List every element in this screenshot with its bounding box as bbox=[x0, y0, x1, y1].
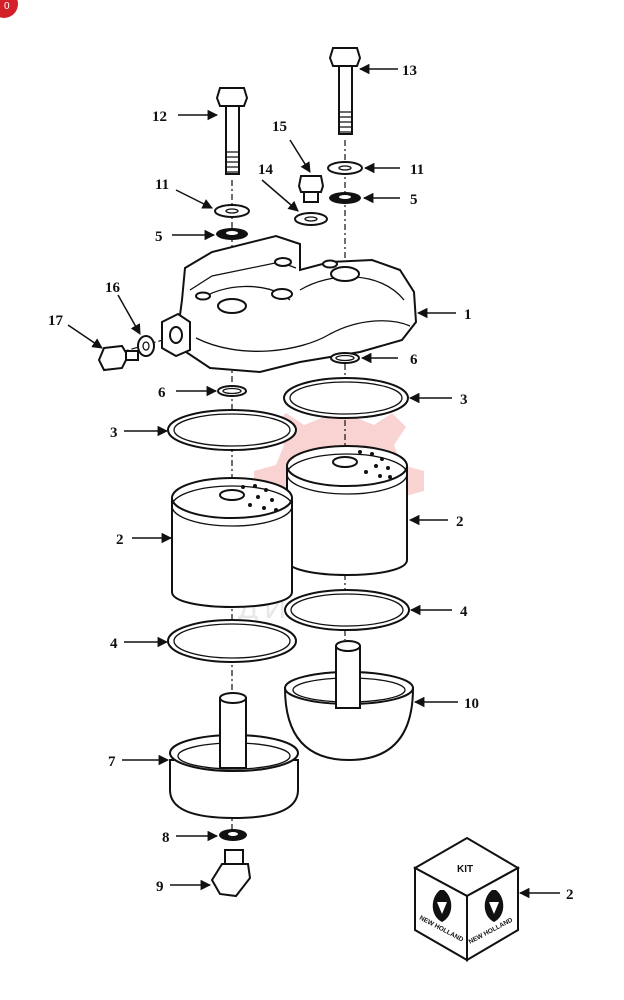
filter-element-2-left bbox=[171, 477, 293, 608]
callout-1: 1 bbox=[464, 307, 472, 323]
callout-2-kit: 2 bbox=[566, 887, 574, 903]
new-holland-logo-left bbox=[432, 890, 452, 922]
bolt-13 bbox=[328, 47, 362, 135]
plug-17 bbox=[97, 344, 139, 372]
callout-4-right: 4 bbox=[460, 604, 468, 620]
callout-3-right: 3 bbox=[460, 392, 468, 408]
seal-5-right bbox=[329, 192, 361, 204]
callout-6-right: 6 bbox=[410, 352, 418, 368]
gasket-4-left bbox=[167, 619, 297, 663]
callout-11-right: 11 bbox=[410, 162, 424, 178]
gasket-3-right bbox=[283, 377, 409, 419]
plug-15 bbox=[297, 175, 325, 203]
callout-labels: 13 12 15 14 11 5 11 5 1 16 17 6 6 3 3 2 … bbox=[48, 63, 574, 903]
gasket-3-left bbox=[167, 409, 297, 451]
callout-16: 16 bbox=[105, 280, 121, 296]
corner-badge: 0 bbox=[0, 0, 18, 18]
filter-head-1 bbox=[161, 234, 418, 374]
callout-12: 12 bbox=[152, 109, 167, 125]
callout-6-left: 6 bbox=[158, 385, 166, 401]
callout-7: 7 bbox=[108, 754, 116, 770]
o-ring-6-right bbox=[330, 352, 360, 364]
callout-5-right: 5 bbox=[410, 192, 418, 208]
callout-11-left: 11 bbox=[155, 177, 169, 193]
callout-14: 14 bbox=[258, 162, 274, 178]
seal-8 bbox=[219, 829, 247, 841]
drain-plug-9 bbox=[210, 849, 252, 898]
washer-11-left bbox=[214, 204, 250, 218]
callout-2-right: 2 bbox=[456, 514, 464, 530]
callout-9: 9 bbox=[156, 879, 164, 895]
kit-box: KIT NEW HOLLAND NEW HOLLAND bbox=[412, 836, 521, 962]
kit-label: KIT bbox=[457, 864, 473, 875]
callout-5-left: 5 bbox=[155, 229, 163, 245]
callout-15: 15 bbox=[272, 119, 287, 135]
bowl-7 bbox=[169, 692, 299, 820]
callout-17: 17 bbox=[48, 313, 64, 329]
washer-16 bbox=[137, 335, 155, 357]
bolt-12 bbox=[215, 87, 249, 175]
callout-13: 13 bbox=[402, 63, 417, 79]
leader-lines bbox=[67, 63, 560, 899]
callout-2-left: 2 bbox=[116, 532, 124, 548]
callout-4-left: 4 bbox=[110, 636, 118, 652]
callout-8: 8 bbox=[162, 830, 170, 846]
bowl-10 bbox=[283, 640, 415, 762]
o-ring-6-left bbox=[217, 385, 247, 397]
callout-10: 10 bbox=[464, 696, 479, 712]
seal-5-left bbox=[216, 228, 248, 240]
washer-14 bbox=[294, 212, 328, 226]
gasket-4-right bbox=[284, 589, 410, 631]
washer-11-right bbox=[327, 161, 363, 175]
callout-3-left: 3 bbox=[110, 425, 118, 441]
svg-text:0: 0 bbox=[4, 1, 10, 12]
filter-element-2-right bbox=[286, 445, 408, 576]
new-holland-logo-right bbox=[484, 890, 504, 922]
